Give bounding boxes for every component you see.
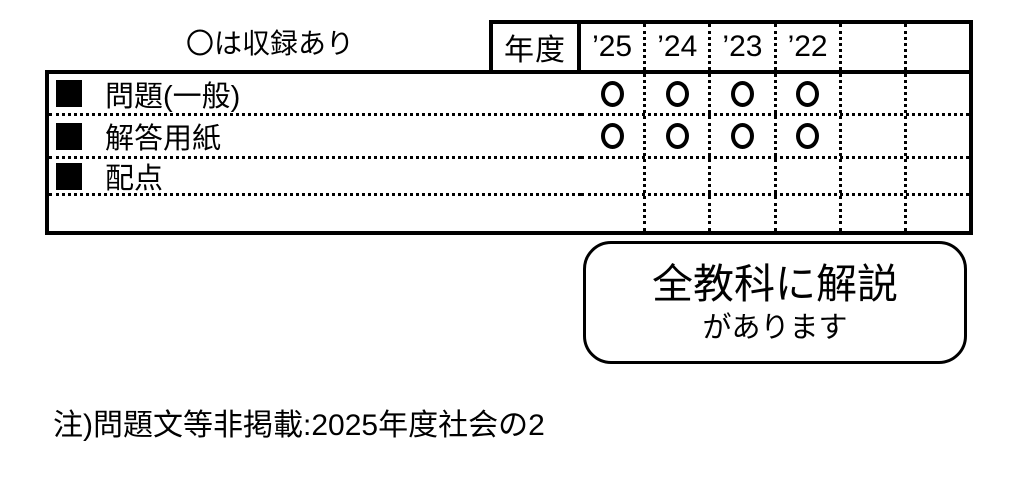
year-column-header-2: ’24: [643, 24, 708, 70]
year-marks-row: [581, 156, 969, 193]
mark-cell: [838, 116, 904, 156]
mark-cell: [838, 74, 904, 113]
table-row: [49, 193, 581, 231]
mark-cell: [643, 74, 708, 113]
year-marks-row: [581, 74, 969, 113]
row-label: 配点: [105, 163, 164, 195]
included-circle-icon: [730, 123, 754, 149]
callout-subtitle: があります: [702, 311, 848, 344]
table-row: 問題(一般): [49, 74, 581, 113]
included-circle-icon: [600, 123, 624, 149]
mark-cell: [643, 159, 708, 193]
mark-cell: [838, 159, 904, 193]
callout-title: 全教科に解説: [652, 260, 898, 307]
year-column-label: ’24: [657, 30, 698, 63]
year-header-cell: 年度: [489, 20, 577, 70]
mark-cell: [903, 116, 969, 156]
mark-cell: [581, 159, 643, 193]
year-column-header-3: ’23: [708, 24, 773, 70]
mark-cell: [581, 74, 643, 113]
mark-cell: [773, 159, 839, 193]
mark-cell: [773, 196, 839, 231]
mark-cell: [643, 116, 708, 156]
bullet-square-icon: [56, 122, 82, 150]
mark-cell: [708, 159, 773, 193]
year-columns-header: ’25 ’24 ’23 ’22: [581, 24, 969, 74]
year-grid: ’25 ’24 ’23 ’22: [577, 20, 973, 235]
mark-cell: [838, 196, 904, 231]
mark-cell: [581, 196, 643, 231]
year-column-label: ’23: [722, 30, 763, 63]
mark-cell: [903, 74, 969, 113]
included-circle-icon: [796, 80, 820, 107]
year-column-header-6: [903, 24, 969, 70]
row-label: 問題(一般): [105, 80, 241, 113]
included-circle-icon: [600, 80, 624, 107]
mark-cell: [773, 116, 839, 156]
included-circle-icon: [665, 80, 689, 107]
table-row: 解答用紙: [49, 113, 581, 156]
included-circle-icon: [730, 80, 754, 107]
legend-note: 〇は収録あり: [186, 28, 355, 59]
year-column-label: ’25: [592, 30, 633, 63]
year-header-label: 年度: [504, 34, 566, 67]
included-circle-icon: [665, 123, 689, 149]
mark-cell: [708, 116, 773, 156]
mark-cell: [708, 74, 773, 113]
year-marks-row: [581, 193, 969, 231]
mark-cell: [773, 74, 839, 113]
callout-box: 全教科に解説 があります: [583, 241, 967, 364]
bullet-square-icon: [56, 80, 82, 107]
year-column-header-5: [838, 24, 904, 70]
mark-cell: [903, 159, 969, 193]
bullet-square-icon: [56, 162, 82, 190]
year-column-header-1: ’25: [581, 24, 643, 70]
footnote: 注)問題文等非掲載:2025年度社会の2: [53, 409, 545, 442]
mark-cell: [643, 196, 708, 231]
mark-cell: [708, 196, 773, 231]
year-marks-row: [581, 113, 969, 156]
table-row: 配点: [49, 156, 581, 195]
year-grid-body: [581, 74, 969, 231]
year-column-header-4: ’22: [773, 24, 839, 70]
mark-cell: [581, 116, 643, 156]
year-column-label: ’22: [787, 30, 828, 63]
mark-cell: [903, 196, 969, 231]
row-label: 解答用紙: [105, 123, 222, 155]
row-label-table: 問題(一般) 解答用紙配点: [45, 70, 581, 235]
included-circle-icon: [796, 123, 820, 149]
